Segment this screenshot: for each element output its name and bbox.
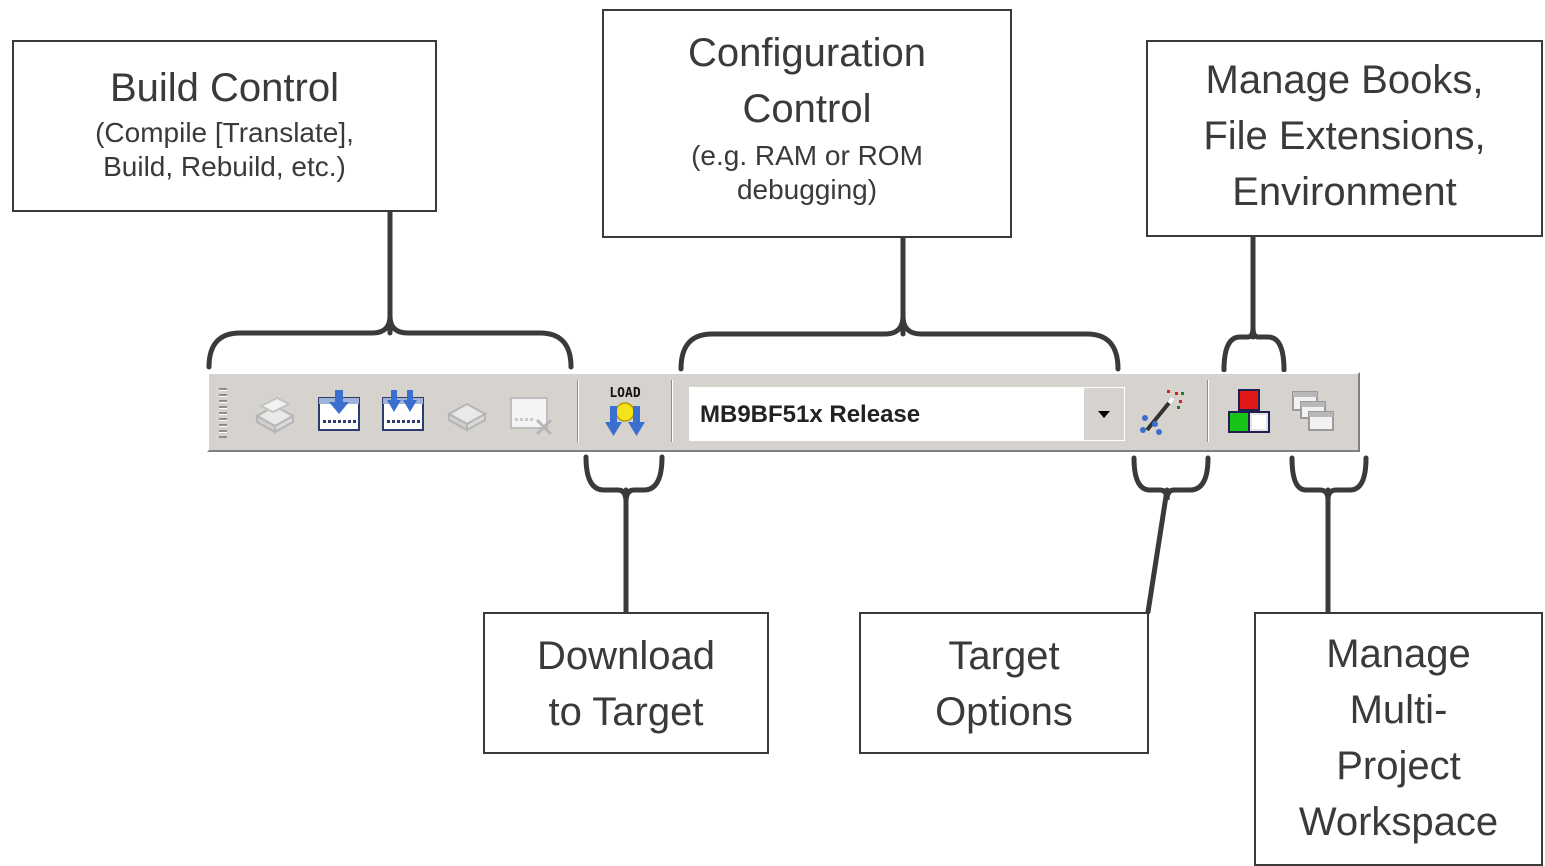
rebuild-button[interactable]: [379, 388, 427, 436]
download-to-target-callout: Download to Target: [483, 612, 769, 754]
load-label: LOAD: [609, 386, 640, 401]
build-button[interactable]: [315, 388, 363, 436]
callout-text: Project: [1336, 744, 1461, 788]
configuration-control-callout: Configuration Control (e.g. RAM or ROM d…: [602, 9, 1012, 238]
callout-text: Multi-: [1349, 688, 1448, 732]
multi-project-button[interactable]: [1289, 388, 1337, 436]
toolbar-separator: [1207, 380, 1209, 442]
callout-text: Target: [948, 634, 1060, 678]
batch-build-button[interactable]: [443, 388, 491, 436]
target-options-callout: Target Options: [859, 612, 1149, 754]
build-control-callout: Build Control (Compile [Translate], Buil…: [12, 40, 437, 212]
translate-button[interactable]: [251, 388, 299, 436]
toolbar-separator: [577, 380, 579, 442]
manage-books-button[interactable]: [1225, 388, 1273, 436]
callout-title: Control: [742, 87, 872, 131]
callout-detail: (e.g. RAM or ROM: [691, 140, 923, 171]
batch-build-icon: [446, 402, 488, 432]
chevron-down-icon: [1098, 411, 1110, 418]
multi-window-icon: [1292, 391, 1334, 431]
configuration-select-value: MB9BF51x Release: [700, 401, 921, 428]
callout-text: Environment: [1232, 170, 1457, 214]
callout-text: to Target: [548, 690, 704, 734]
configuration-select[interactable]: MB9BF51x Release: [689, 387, 1125, 441]
callout-text: Manage: [1326, 632, 1471, 676]
toolbar-grip-handle[interactable]: [219, 388, 227, 438]
manage-multi-project-callout: Manage Multi- Project Workspace: [1254, 612, 1543, 866]
rebuild-all-icon: [382, 390, 424, 431]
colored-blocks-icon: [1228, 389, 1270, 433]
build-target-icon: [318, 390, 360, 431]
callout-detail: Build, Rebuild, etc.): [103, 151, 346, 182]
callout-title: Configuration: [688, 31, 926, 75]
callout-text: Download: [537, 634, 715, 678]
load-download-icon: LOAD: [605, 386, 645, 436]
callout-text: Workspace: [1298, 800, 1499, 844]
callout-text: Manage Books,: [1205, 58, 1484, 102]
magic-wand-icon: [1140, 390, 1184, 435]
toolbar-separator: [671, 380, 673, 442]
callout-detail: (Compile [Translate],: [95, 117, 354, 148]
callout-detail: debugging): [736, 174, 878, 205]
callout-text: File Extensions,: [1203, 114, 1486, 158]
stop-build-button[interactable]: [507, 388, 555, 436]
callout-text: Options: [935, 690, 1073, 734]
translate-file-icon: [254, 396, 296, 434]
download-button[interactable]: LOAD: [601, 384, 649, 440]
build-toolbar: LOAD MB9BF51x Release: [207, 372, 1360, 452]
callout-title: Build Control: [109, 66, 339, 110]
stop-build-icon: [510, 397, 553, 436]
configuration-dropdown-button[interactable]: [1084, 388, 1124, 440]
manage-books-callout: Manage Books, File Extensions, Environme…: [1146, 40, 1543, 237]
target-options-button[interactable]: [1137, 388, 1185, 436]
